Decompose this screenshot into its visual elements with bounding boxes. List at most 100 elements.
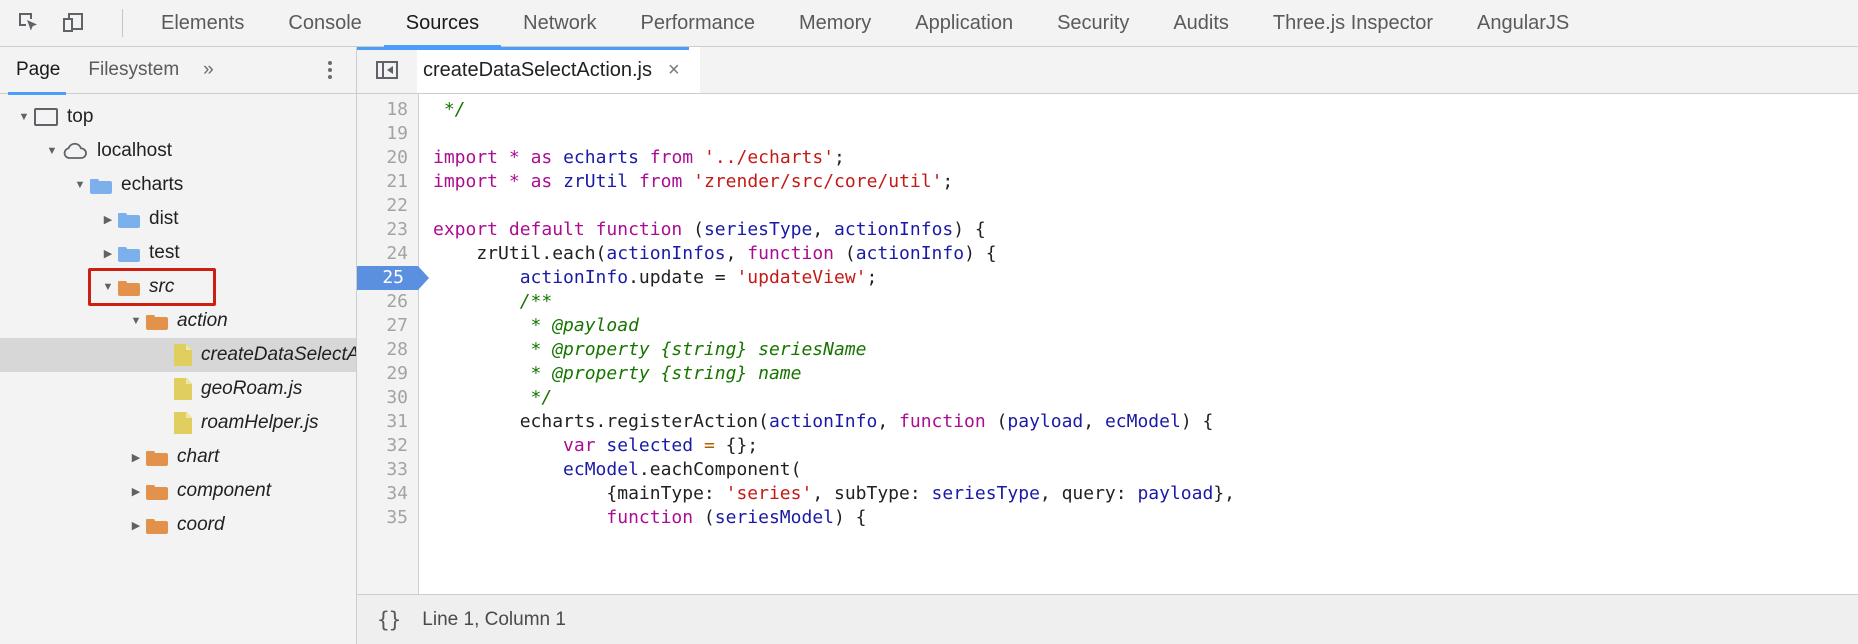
line-number-19[interactable]: 19	[386, 123, 408, 144]
tree-item-test[interactable]: ▶ test	[0, 236, 356, 270]
editor-tab-createdataselectaction[interactable]: createDataSelectAction.js ×	[417, 47, 700, 93]
chevron-right-icon[interactable]: ▶	[131, 485, 141, 498]
line-number-31[interactable]: 31	[386, 411, 408, 432]
tab-sources[interactable]: Sources	[383, 0, 502, 48]
device-toolbar-icon[interactable]	[58, 8, 88, 38]
chevron-right-icon[interactable]: ▶	[103, 247, 113, 260]
tab-elements-label: Elements	[161, 11, 245, 34]
line-number-18[interactable]: 18	[386, 99, 408, 120]
close-icon[interactable]: ×	[668, 59, 680, 81]
line-number-35[interactable]: 35	[386, 507, 408, 528]
tab-elements[interactable]: Elements	[139, 0, 266, 47]
file-icon	[174, 412, 192, 434]
tab-audits-label: Audits	[1173, 11, 1229, 34]
tree-item-coord[interactable]: ▶ coord	[0, 508, 356, 542]
chevron-down-icon[interactable]: ▼	[102, 281, 114, 293]
main-tab-bar: Elements Console Sources Network Perform…	[0, 0, 1858, 48]
chevron-right-icon[interactable]: ▶	[131, 451, 141, 464]
cursor-position: Line 1, Column 1	[422, 608, 566, 630]
line-number-20[interactable]: 20	[386, 147, 408, 168]
tab-application-label: Application	[915, 11, 1014, 34]
more-tabs-chevron-icon[interactable]: »	[203, 59, 214, 80]
tab-console[interactable]: Console	[266, 0, 383, 47]
tree-item-localhost[interactable]: ▼localhost	[0, 134, 356, 168]
pretty-print-icon[interactable]: {}	[377, 607, 401, 632]
line-number-34[interactable]: 34	[386, 483, 408, 504]
navigator-pane: Page Filesystem » ▼top▼localhost▼echarts…	[0, 47, 357, 644]
code-line-35: function (seriesModel) {	[606, 507, 867, 528]
tree-item-src[interactable]: ▼src	[0, 270, 356, 304]
chevron-right-icon[interactable]: ▶	[131, 519, 141, 532]
code-line-33: ecModel.eachComponent(	[563, 459, 802, 480]
tree-item-label: createDataSelectAction.js	[201, 344, 356, 365]
cloud-icon	[62, 142, 88, 160]
line-number-25[interactable]: 25	[357, 266, 429, 290]
line-number-33[interactable]: 33	[386, 459, 408, 480]
tree-item-label: coord	[177, 514, 225, 535]
tree-item-georoam-js[interactable]: ▶geoRoam.js	[0, 372, 356, 406]
tab-sources-label: Sources	[405, 11, 480, 34]
tree-item-label: roamHelper.js	[201, 412, 319, 433]
line-number-28[interactable]: 28	[386, 339, 408, 360]
line-number-23[interactable]: 23	[386, 219, 408, 240]
tab-threejs-inspector-label: Three.js Inspector	[1272, 11, 1433, 34]
tree-item-dist[interactable]: ▶ dist	[0, 202, 356, 236]
line-number-26[interactable]: 26	[386, 291, 408, 312]
toolbar-icons	[0, 8, 139, 38]
tree-item-roamhelper-js[interactable]: ▶roamHelper.js	[0, 406, 356, 440]
line-number-22[interactable]: 22	[386, 195, 408, 216]
tree-item-echarts[interactable]: ▼echarts	[0, 168, 356, 202]
chevron-down-icon[interactable]: ▼	[130, 315, 142, 327]
line-number-30[interactable]: 30	[386, 387, 408, 408]
code-line-25: actionInfo.update = 'updateView';	[519, 267, 878, 288]
tab-security[interactable]: Security	[1035, 0, 1151, 47]
tree-item-top[interactable]: ▼top	[0, 100, 356, 134]
tab-angularjs[interactable]: AngularJS	[1455, 0, 1591, 47]
tree-item-label: dist	[149, 208, 179, 229]
folder-icon	[146, 517, 168, 534]
file-tree: ▼top▼localhost▼echarts ▶ dist ▶ test ▼src▼act…	[0, 94, 356, 644]
line-number-29[interactable]: 29	[386, 363, 408, 384]
tree-item-component[interactable]: ▶ component	[0, 474, 356, 508]
folder-icon	[146, 313, 168, 330]
code-line-30: */	[433, 387, 553, 408]
more-options-icon[interactable]	[322, 55, 338, 85]
line-number-21[interactable]: 21	[386, 171, 408, 192]
tree-item-label: test	[149, 242, 180, 263]
toolbar-divider	[122, 9, 123, 37]
tab-memory[interactable]: Memory	[777, 0, 893, 47]
code-line-29: * @property {string} name	[433, 363, 802, 384]
tab-network[interactable]: Network	[501, 0, 618, 47]
code-line-18: */	[433, 99, 466, 120]
tree-item-label: component	[177, 480, 272, 501]
show-navigator-icon[interactable]	[357, 47, 417, 93]
chevron-right-icon[interactable]: ▶	[103, 213, 113, 226]
line-number-24[interactable]: 24	[386, 243, 408, 264]
tree-item-action[interactable]: ▼action	[0, 304, 356, 338]
tab-threejs-inspector[interactable]: Three.js Inspector	[1251, 0, 1455, 47]
code-line-19	[433, 122, 1858, 146]
chevron-down-icon[interactable]: ▼	[18, 111, 30, 123]
tab-console-label: Console	[288, 11, 362, 34]
tree-item-createdataselectaction-js[interactable]: ▶createDataSelectAction.js	[0, 338, 356, 372]
navigator-tab-page[interactable]: Page	[0, 47, 74, 95]
tree-item-chart[interactable]: ▶chart	[0, 440, 356, 474]
line-number-27[interactable]: 27	[386, 315, 408, 336]
tab-performance[interactable]: Performance	[619, 0, 778, 47]
chevron-down-icon[interactable]: ▼	[46, 145, 58, 157]
code-line-24: zrUtil.each(actionInfos, function (actio…	[433, 243, 997, 264]
tab-application[interactable]: Application	[893, 0, 1035, 47]
code-line-28: * @property {string} seriesName	[433, 339, 867, 360]
tab-audits[interactable]: Audits	[1151, 0, 1251, 47]
code-line-34: {mainType: 'series', subType: seriesType…	[433, 483, 1235, 504]
chevron-down-icon[interactable]: ▼	[74, 179, 86, 191]
code-line-27: * @payload	[433, 315, 639, 336]
folder-icon	[146, 449, 168, 466]
navigator-tab-filesystem[interactable]: Filesystem	[74, 47, 193, 94]
line-number-32[interactable]: 32	[386, 435, 408, 456]
inspect-element-icon[interactable]	[14, 8, 44, 38]
code-content[interactable]: */ import * as echarts from '../echarts'…	[419, 94, 1858, 594]
